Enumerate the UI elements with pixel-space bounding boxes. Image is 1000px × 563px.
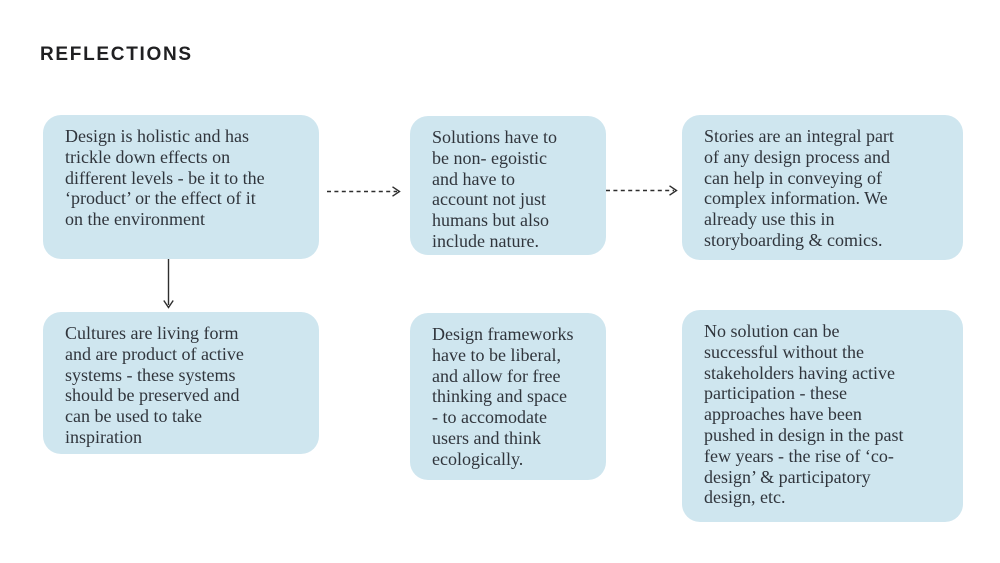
- note-box-design-holistic: Design is holistic and has trickle down …: [43, 115, 319, 259]
- note-box-cultures-living-form: Cultures are living form and are product…: [43, 312, 319, 454]
- note-box-stakeholder-participation: No solution can be successful without th…: [682, 310, 963, 522]
- arrow-down-solid-icon: [163, 259, 174, 309]
- note-text: Cultures are living form and are product…: [65, 323, 244, 447]
- note-text: Design is holistic and has trickle down …: [65, 126, 265, 230]
- note-text: Design frameworks have to be liberal, an…: [432, 324, 574, 469]
- note-box-solutions-non-egoistic: Solutions have to be non- egoistic and h…: [410, 116, 606, 255]
- note-box-design-frameworks: Design frameworks have to be liberal, an…: [410, 313, 606, 480]
- arrow-right-dashed-icon: [606, 185, 678, 196]
- note-text: No solution can be successful without th…: [704, 321, 904, 508]
- note-box-stories-integral: Stories are an integral part of any desi…: [682, 115, 963, 260]
- page-title: REFLECTIONS: [40, 44, 193, 65]
- note-text: Solutions have to be non- egoistic and h…: [432, 127, 557, 251]
- arrow-right-dashed-icon: [327, 186, 401, 197]
- note-text: Stories are an integral part of any desi…: [704, 126, 894, 250]
